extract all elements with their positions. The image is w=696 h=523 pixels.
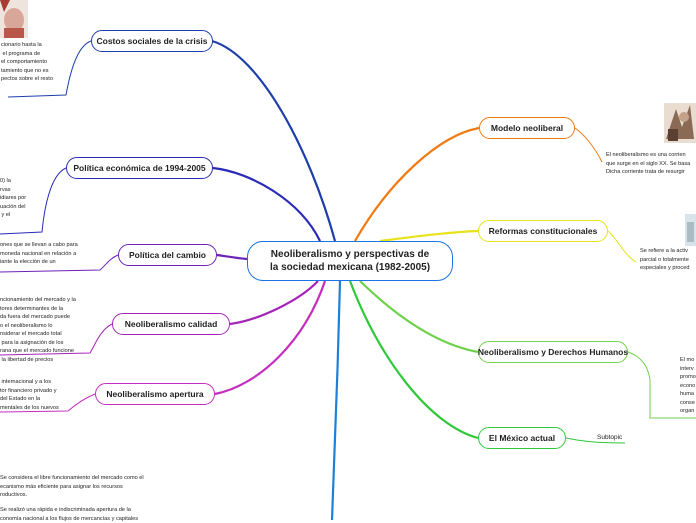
link-costos-note (7, 40, 92, 98)
link-apertura-note (0, 393, 96, 413)
topic-label: El México actual (488, 433, 556, 443)
topic-label: Neoliberalismo apertura (106, 389, 204, 399)
topic-label: Costos sociales de la crisis (96, 36, 208, 46)
link-subtopic (565, 437, 626, 444)
note-calidad: ncionamiento del mercado y la tores dete… (0, 297, 76, 363)
link-politica-cambio (216, 253, 248, 261)
link-reformas-note (607, 230, 637, 263)
topic-mexico-actual[interactable]: El México actual (478, 427, 566, 449)
topic-politica-cambio[interactable]: Política del cambio (118, 244, 217, 266)
link-politica-cambio-note (0, 254, 119, 273)
link-reformas (379, 229, 479, 243)
topic-costos-sociales[interactable]: Costos sociales de la crisis (91, 30, 213, 52)
topic-label: Neoliberalismo calidad (124, 319, 218, 329)
link-politica-economica (212, 166, 321, 242)
topic-label: Política del cambio (129, 250, 206, 260)
link-apertura (214, 280, 327, 396)
topic-reformas-constitucionales[interactable]: Reformas constitucionales (478, 220, 608, 242)
note-apertura: internacional y a los tor financiero pri… (0, 379, 59, 411)
note-costos: cionario hasta la el programa de el comp… (1, 42, 53, 82)
topic-neoliberalismo-apertura[interactable]: Neoliberalismo apertura (95, 383, 215, 405)
image-thumbnail-costos (0, 0, 28, 38)
topic-label: Política económica de 1994-2005 (73, 163, 206, 173)
link-mexico-actual (348, 280, 479, 440)
note-derechos: El mo interv promo econo huma conse orga… (680, 357, 696, 414)
topic-neoliberalismo-derechos-humanos[interactable]: Neoliberalismo y Derechos Humanos (478, 341, 628, 363)
topic-modelo-neoliberal[interactable]: Modelo neoliberal (479, 117, 575, 139)
topic-label: Modelo neoliberal (490, 123, 564, 133)
link-derechos (359, 280, 479, 354)
central-topic[interactable]: Neoliberalismo y perspectivas de la soci… (247, 241, 453, 281)
link-bottom (330, 280, 342, 520)
note-politica-economica: 0) la rvas idiares por uación del y el (0, 178, 27, 218)
image-thumbnail-reformas (685, 214, 696, 246)
topic-neoliberalismo-calidad[interactable]: Neoliberalismo calidad (112, 313, 230, 335)
note-politica-cambio: ones que se llevan a cabo para moneda na… (0, 242, 78, 265)
note-reformas: Se refiere a la activ parcial o totalmen… (640, 248, 690, 271)
link-modelo (354, 126, 480, 242)
link-derechos-note (627, 351, 696, 419)
topic-label: Reformas constitucionales (488, 226, 598, 236)
link-calidad (229, 280, 319, 326)
link-calidad-note (0, 323, 113, 356)
link-modelo-note (574, 127, 603, 163)
link-politica-economica-note (0, 167, 67, 235)
topic-politica-economica[interactable]: Política económica de 1994-2005 (66, 157, 213, 179)
topic-label: Neoliberalismo y Derechos Humanos (477, 347, 629, 357)
image-thumbnail-modelo (664, 103, 696, 143)
central-title-line-1: Neoliberalismo y perspectivas de (270, 249, 430, 260)
note-bottom-1: Se considera el libre funcionamiento del… (0, 475, 144, 498)
link-costos (211, 39, 337, 242)
note-bottom-2: Se realizó una rápida e indiscriminada a… (0, 507, 139, 522)
note-modelo: El neoliberalismo es una corrien que sur… (606, 152, 691, 175)
central-title-line-2: la sociedad mexicana (1982-2005) (269, 262, 431, 273)
subtopic-label[interactable]: Subtopic (597, 434, 623, 441)
